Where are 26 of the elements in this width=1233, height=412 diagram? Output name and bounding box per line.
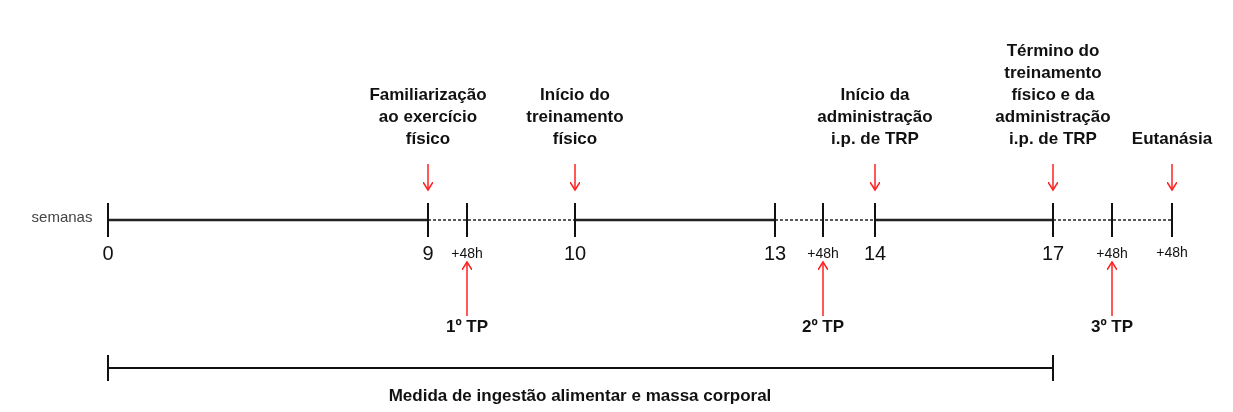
arrow <box>1166 163 1178 191</box>
week-number: 14 <box>863 242 887 265</box>
arrow <box>569 163 581 191</box>
arrow <box>817 261 829 317</box>
event-label: 1º TP <box>432 316 502 338</box>
week-number: 10 <box>563 242 587 265</box>
week-number: 0 <box>102 242 114 265</box>
event-label: 2º TP <box>788 316 858 338</box>
bracket-label: Medida de ingestão alimentar e massa corporal <box>388 386 772 406</box>
time-offset-label: +48h <box>1156 244 1188 260</box>
arrow <box>422 163 434 191</box>
arrow <box>1106 261 1118 317</box>
week-number: 13 <box>763 242 787 265</box>
week-number: 9 <box>422 242 434 265</box>
time-offset-label: +48h <box>447 244 487 262</box>
time-offset-label: +48h <box>803 244 843 262</box>
arrow <box>461 261 473 317</box>
time-offset-label: +48h <box>1092 244 1132 262</box>
arrow <box>869 163 881 191</box>
arrow <box>1047 163 1059 191</box>
week-number: 17 <box>1041 242 1065 265</box>
event-label: Início do treinamento físico <box>510 84 640 150</box>
event-label: 3º TP <box>1077 316 1147 338</box>
event-label: Familiarização ao exercício físico <box>358 84 498 150</box>
event-label: Início da administração i.p. de TRP <box>805 84 945 150</box>
axis-label: semanas <box>31 208 93 225</box>
